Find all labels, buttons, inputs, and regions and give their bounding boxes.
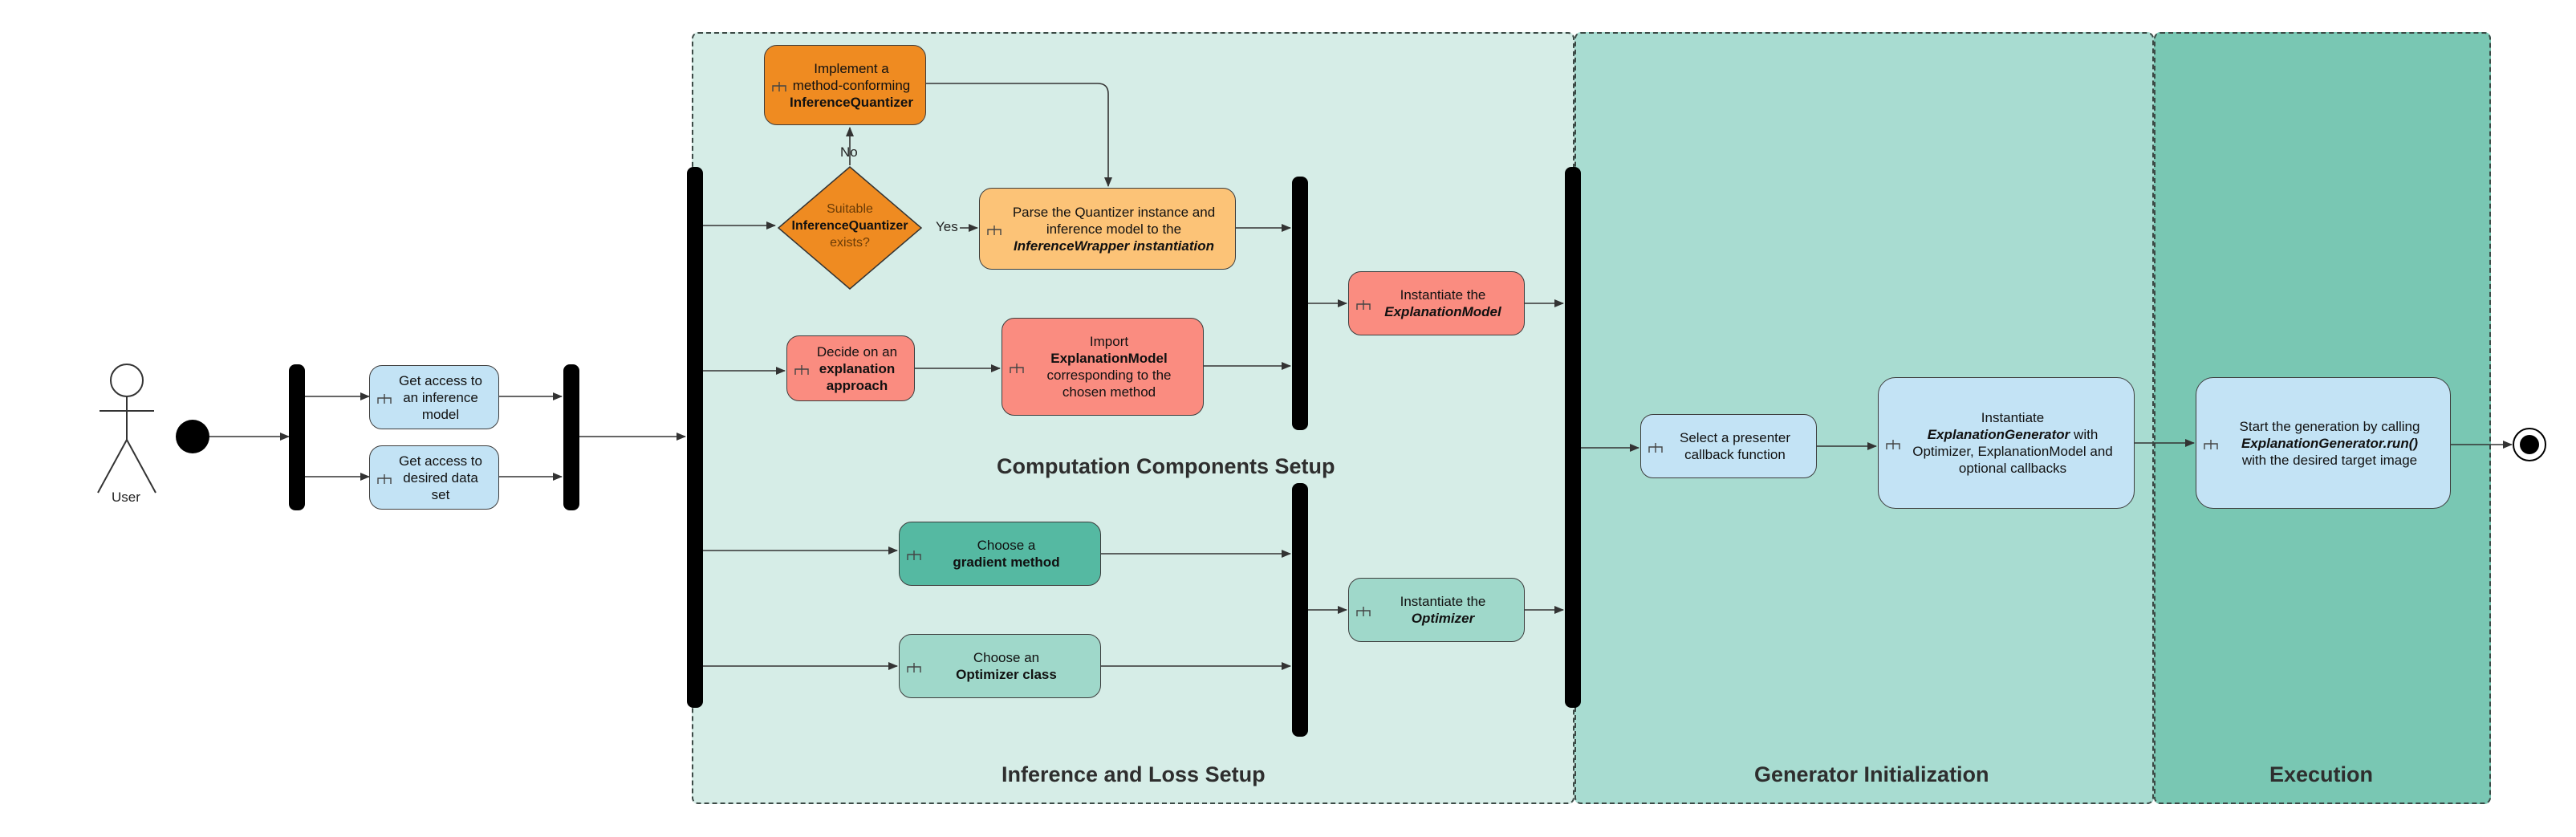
decision-diamond	[777, 166, 923, 290]
lane-title-execution: Execution	[2269, 762, 2374, 786]
activity-icon	[377, 474, 392, 484]
activity-icon	[377, 394, 392, 404]
activity-icon	[907, 663, 921, 672]
activity-icon	[1010, 364, 1024, 373]
join-bar-3	[1565, 167, 1581, 708]
join-bar-1	[563, 364, 579, 510]
join-bar-computation	[1292, 177, 1308, 430]
start-node	[176, 420, 209, 453]
activity-icon	[907, 551, 921, 560]
lane-generator-background	[1574, 32, 2154, 804]
activity-icon	[1356, 300, 1371, 310]
lane-title-computation: Computation Components Setup	[997, 454, 1335, 478]
activity-icon	[1648, 443, 1663, 453]
activity-icon	[1886, 440, 1900, 449]
user-actor-icon	[97, 364, 156, 494]
join-bar-optimizer	[1292, 483, 1308, 737]
activity-icon	[2204, 440, 2218, 449]
lane-title-inference: Inference and Loss Setup	[1002, 762, 1266, 786]
lane-execution	[2154, 32, 2491, 804]
activity-icon	[1356, 607, 1371, 616]
decision-text: Suitable InferenceQuantizer exists?	[791, 202, 908, 250]
fork-bar-2	[687, 167, 703, 708]
fork-bar-1	[289, 364, 305, 510]
lane-title-generator: Generator Initialization	[1754, 762, 1989, 786]
flow-connectors	[209, 83, 2513, 670]
activity-icon	[794, 365, 809, 375]
activity-icon	[772, 82, 786, 91]
user-label: User	[112, 490, 140, 505]
activity-icon	[987, 226, 1002, 235]
end-node	[2513, 428, 2546, 461]
edge-label-no: No	[840, 144, 858, 160]
lane-inference-and-computation	[692, 32, 1574, 804]
edge-label-yes: Yes	[934, 219, 960, 235]
